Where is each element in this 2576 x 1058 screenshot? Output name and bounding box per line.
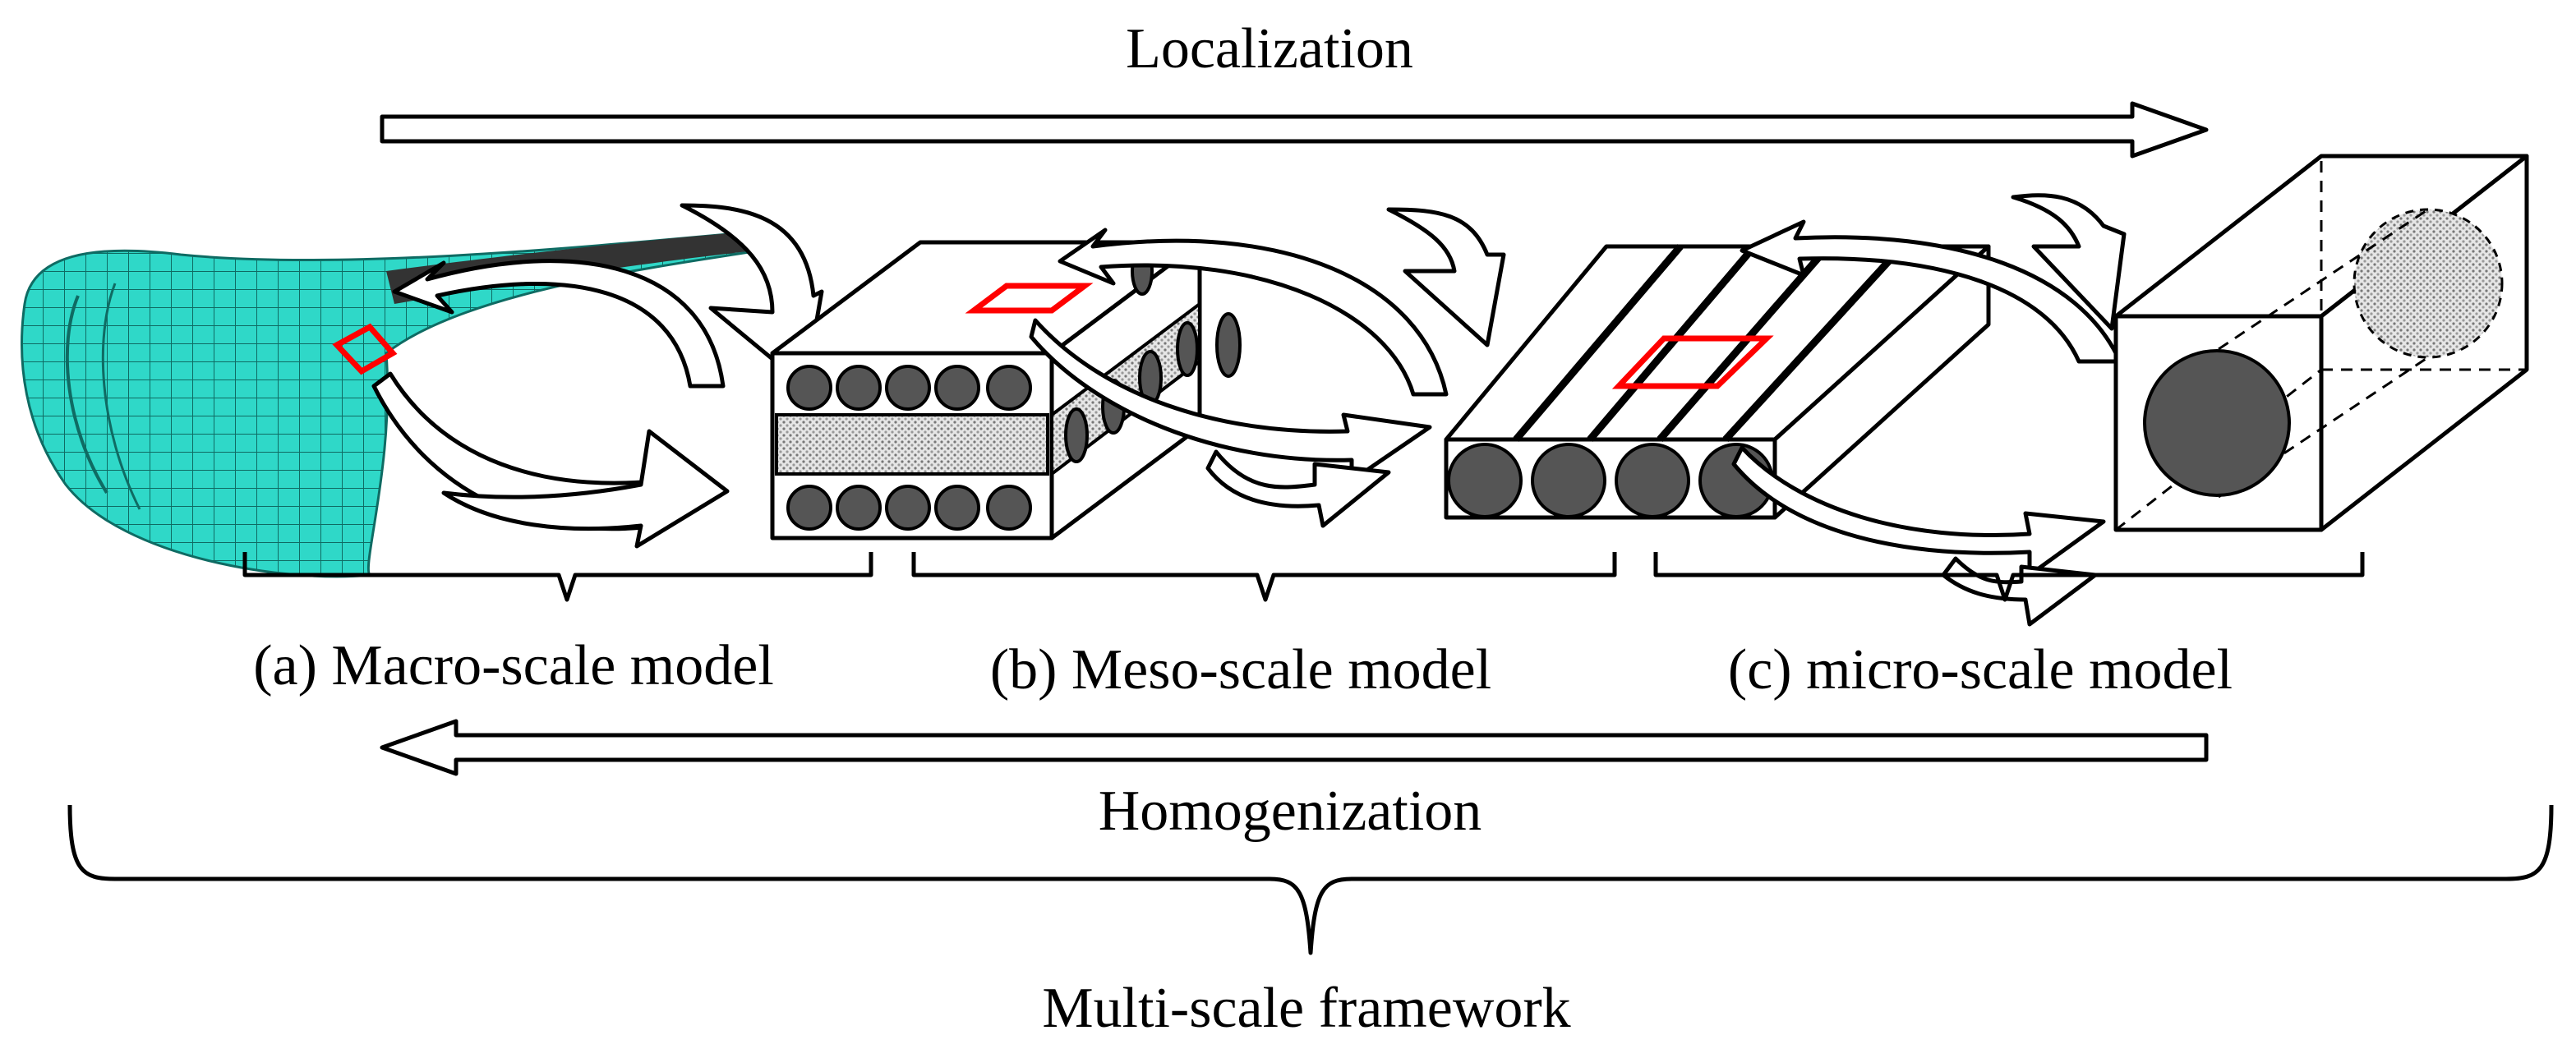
homogenization-label: Homogenization	[1099, 780, 1482, 843]
curved-arrow-micro-to-meso	[1058, 207, 1506, 397]
unidirectional-lamina	[1444, 243, 1991, 520]
fiber	[1215, 312, 1242, 378]
curved-arrow-meso-to-micro	[1029, 318, 1432, 528]
fiber	[836, 485, 882, 531]
framework-brace	[67, 804, 2554, 955]
localization-arrow	[380, 101, 2209, 159]
homogenization-arrow	[380, 719, 2209, 776]
meso-model-label: (b) Meso-scale model	[990, 638, 1491, 702]
fiber	[1531, 443, 1606, 518]
fiber	[934, 485, 980, 531]
meso-scale-laminate	[770, 240, 1242, 540]
fiber	[1615, 443, 1690, 518]
fiber	[934, 365, 980, 411]
fiber	[885, 485, 931, 531]
curved-arrow-rve-to-lamina	[1740, 193, 2127, 364]
fiber	[2143, 349, 2291, 497]
macro-model-label: (a) Macro-scale model	[253, 634, 774, 697]
rve-cube	[2113, 154, 2529, 532]
fiber	[1447, 443, 1523, 518]
fiber	[1064, 407, 1089, 463]
fiber	[1176, 321, 1199, 377]
brace-macro	[242, 552, 873, 602]
localization-label: Localization	[1126, 17, 1413, 80]
macro-highlight-square	[332, 323, 398, 375]
fiber	[786, 365, 832, 411]
fiber	[885, 365, 931, 411]
fiber	[986, 365, 1032, 411]
brace-micro	[1653, 552, 2365, 602]
meso-highlight-square	[965, 283, 1094, 314]
fiber	[786, 485, 832, 531]
curved-arrow-macro-to-meso	[371, 371, 730, 549]
micro-model-label: (c) micro-scale model	[1728, 638, 2233, 702]
fiber	[836, 365, 882, 411]
fiber	[986, 485, 1032, 531]
framework-label: Multi-scale framework	[1042, 977, 1570, 1040]
brace-meso	[911, 552, 1617, 602]
lamina-highlight-square	[1611, 335, 1774, 389]
